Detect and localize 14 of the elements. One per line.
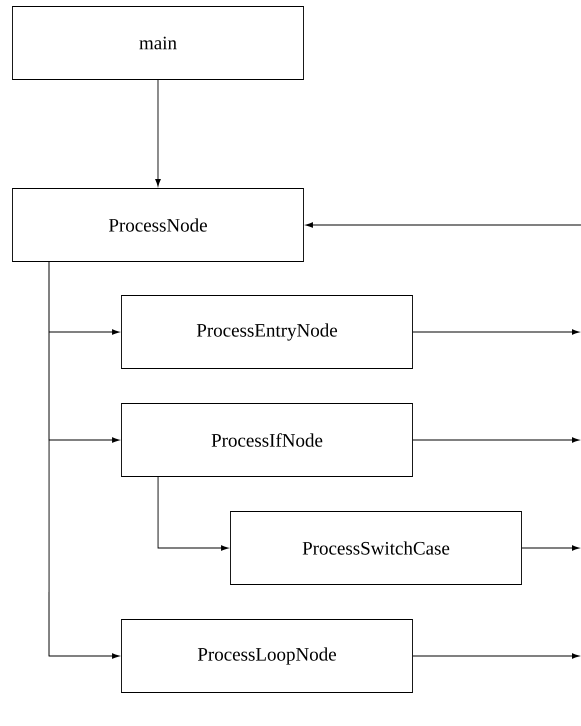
arrow: [155, 80, 161, 186]
arrow: [412, 653, 580, 659]
arrow: [522, 545, 580, 551]
process-box: ProcessSwitchCase: [230, 511, 522, 585]
arrow: [412, 329, 580, 335]
arrow: [48, 262, 120, 659]
arrow: [306, 222, 581, 228]
process-box: main: [12, 6, 304, 80]
process-box: ProcessEntryNode: [121, 295, 413, 369]
arrow: [412, 437, 580, 443]
process-box: ProcessLoopNode: [121, 619, 413, 693]
process-box: ProcessIfNode: [121, 403, 413, 477]
arrow: [158, 476, 228, 551]
process-box: ProcessNode: [12, 188, 304, 262]
